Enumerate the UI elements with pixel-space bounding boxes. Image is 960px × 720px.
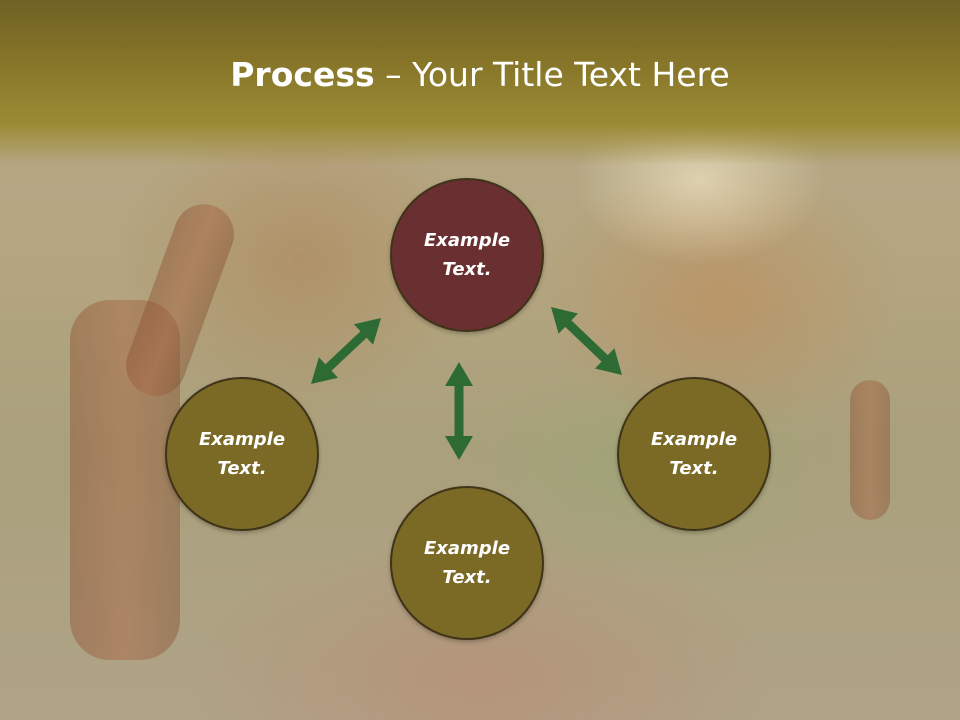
process-node-top[interactable]: Example Text. (390, 178, 544, 332)
background-tree-trunk (850, 380, 890, 520)
title-bar (0, 0, 960, 165)
title-bold: Process (230, 55, 375, 94)
node-label: Example Text. (650, 429, 738, 479)
double-arrow-top-bottom (445, 362, 473, 460)
slide-title[interactable]: Process – Your Title Text Here (0, 52, 960, 98)
process-node-left[interactable]: Example Text. (165, 377, 319, 531)
double-arrow-top-left (311, 318, 381, 384)
node-label: Example Text. (423, 230, 511, 280)
process-node-bottom[interactable]: Example Text. (390, 486, 544, 640)
node-label: Example Text. (423, 538, 511, 588)
title-rest: – Your Title Text Here (374, 55, 730, 94)
node-label: Example Text. (198, 429, 286, 479)
process-node-right[interactable]: Example Text. (617, 377, 771, 531)
double-arrow-top-right (551, 307, 622, 375)
